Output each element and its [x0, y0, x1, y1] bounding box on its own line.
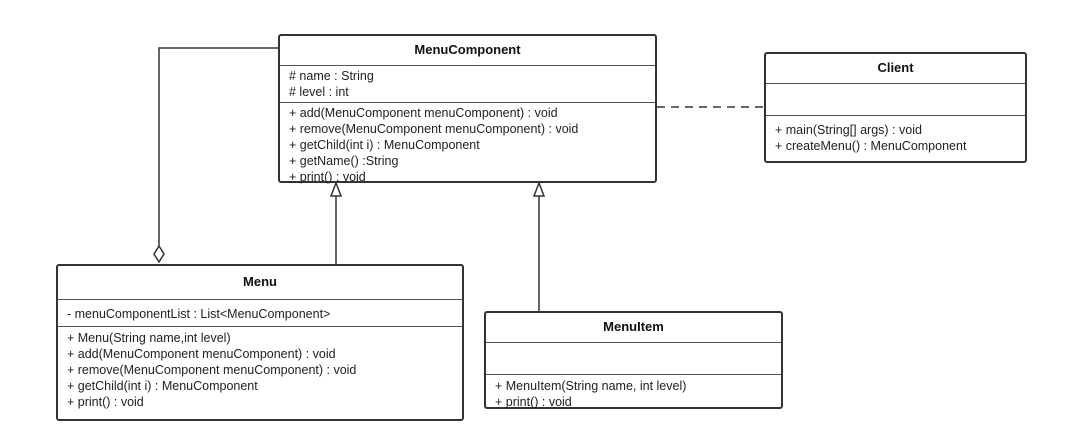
class-name: Client: [766, 54, 1025, 84]
class-menuitem[interactable]: MenuItem + MenuItem(String name, int lev…: [484, 311, 783, 409]
methods-section: + Menu(String name,int level) + add(MenuC…: [58, 326, 462, 412]
method-line: + print() : void: [289, 170, 366, 184]
attributes-section: [486, 343, 781, 374]
method-line: + createMenu() : MenuComponent: [775, 139, 967, 153]
class-menucomponent[interactable]: MenuComponent # name : String # level : i…: [278, 34, 657, 184]
methods-section: + main(String[] args) : void + createMenu…: [766, 115, 1025, 156]
method-line: + add(MenuComponent menuComponent) : voi…: [289, 106, 558, 120]
method-line: + remove(MenuComponent menuComponent) : …: [67, 363, 357, 377]
generalization-arrowhead-menuitem: [532, 180, 546, 197]
method-line: + main(String[] args) : void: [775, 123, 922, 137]
methods-section: + add(MenuComponent menuComponent) : voi…: [280, 102, 655, 187]
attribute-line: # level : int: [289, 85, 349, 99]
attribute-line: # name : String: [289, 69, 374, 83]
methods-section: + MenuItem(String name, int level) + prin…: [486, 374, 781, 412]
method-line: + add(MenuComponent menuComponent) : voi…: [67, 347, 336, 361]
class-menu[interactable]: Menu - menuComponentList : List<MenuComp…: [56, 264, 464, 421]
class-name: Menu: [58, 266, 462, 300]
attributes-section: [766, 84, 1025, 115]
method-line: + getChild(int i) : MenuComponent: [67, 379, 258, 393]
class-client[interactable]: Client + main(String[] args) : void + cre…: [764, 52, 1027, 163]
generalization-arrowhead-menu: [329, 180, 343, 197]
method-line: + print() : void: [495, 395, 572, 409]
attribute-line: - menuComponentList : List<MenuComponent…: [67, 307, 331, 321]
method-line: + getName() :String: [289, 154, 399, 168]
aggregation-line: [158, 47, 279, 246]
class-name: MenuComponent: [280, 36, 655, 66]
method-line: + MenuItem(String name, int level): [495, 379, 687, 393]
method-line: + remove(MenuComponent menuComponent) : …: [289, 122, 579, 136]
attributes-section: # name : String # level : int: [280, 66, 655, 102]
attributes-section: - menuComponentList : List<MenuComponent…: [58, 300, 462, 326]
aggregation-diamond: [153, 244, 165, 264]
method-line: + Menu(String name,int level): [67, 331, 231, 345]
class-name: MenuItem: [486, 313, 781, 343]
method-line: + getChild(int i) : MenuComponent: [289, 138, 480, 152]
method-line: + print() : void: [67, 395, 144, 409]
